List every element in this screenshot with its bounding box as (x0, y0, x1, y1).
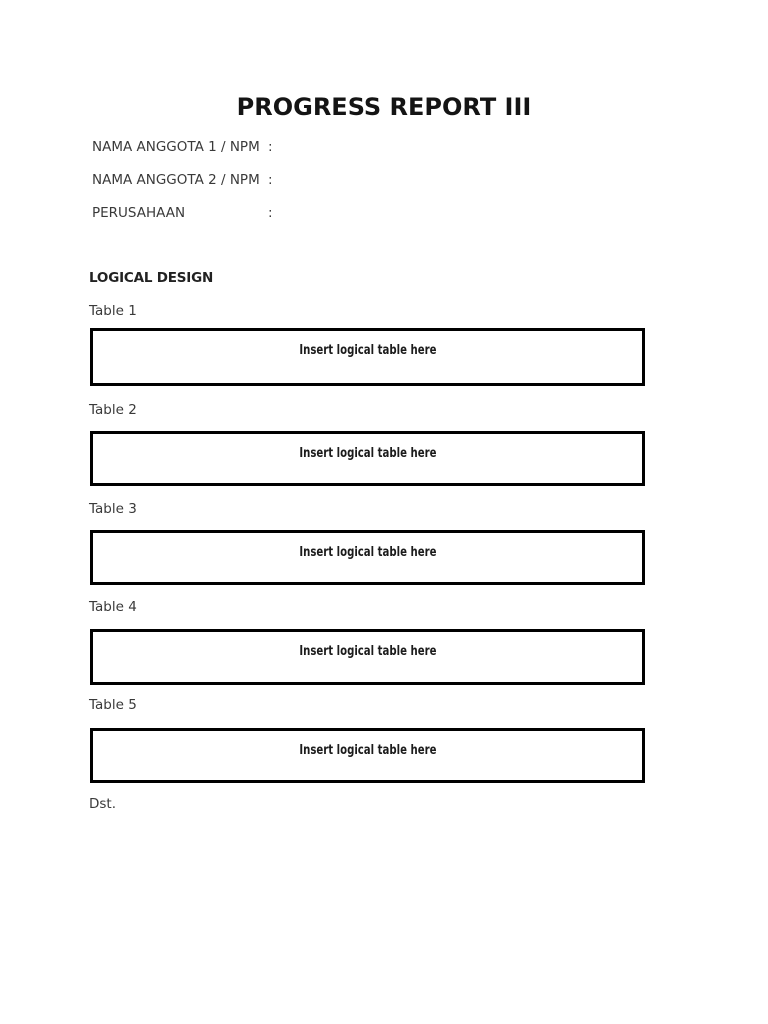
table-label-3: Table 3 (89, 501, 137, 517)
field-colon: : (268, 139, 273, 155)
table-placeholder-box-4: Insert logical table here (90, 629, 645, 685)
table-placeholder-box-3: Insert logical table here (90, 530, 645, 585)
table-placeholder-box-1: Insert logical table here (90, 328, 645, 386)
field-label: PERUSAHAAN (92, 205, 186, 221)
table-placeholder-box-5: Insert logical table here (90, 728, 645, 783)
placeholder-text: Insert logical table here (298, 743, 437, 758)
field-label: NAMA ANGGOTA 2 / NPM (92, 172, 260, 188)
field-colon: : (268, 172, 273, 188)
placeholder-text: Insert logical table here (298, 343, 437, 358)
field-row-nama-anggota-1: NAMA ANGGOTA 1 / NPM : (92, 139, 572, 155)
field-row-perusahaan: PERUSAHAAN : (92, 205, 572, 221)
placeholder-text: Insert logical table here (298, 446, 437, 461)
table-label-4: Table 4 (89, 599, 137, 615)
footer-note: Dst. (89, 796, 117, 812)
table-label-1: Table 1 (89, 303, 137, 319)
placeholder-text: Insert logical table here (298, 545, 437, 560)
section-heading: LOGICAL DESIGN (89, 270, 214, 286)
field-colon: : (268, 205, 273, 221)
table-label-2: Table 2 (89, 402, 137, 418)
field-row-nama-anggota-2: NAMA ANGGOTA 2 / NPM : (92, 172, 572, 188)
page-title: PROGRESS REPORT III (236, 93, 532, 121)
field-label: NAMA ANGGOTA 1 / NPM (92, 139, 260, 155)
placeholder-text: Insert logical table here (298, 644, 437, 659)
table-placeholder-box-2: Insert logical table here (90, 431, 645, 486)
table-label-5: Table 5 (89, 697, 137, 713)
